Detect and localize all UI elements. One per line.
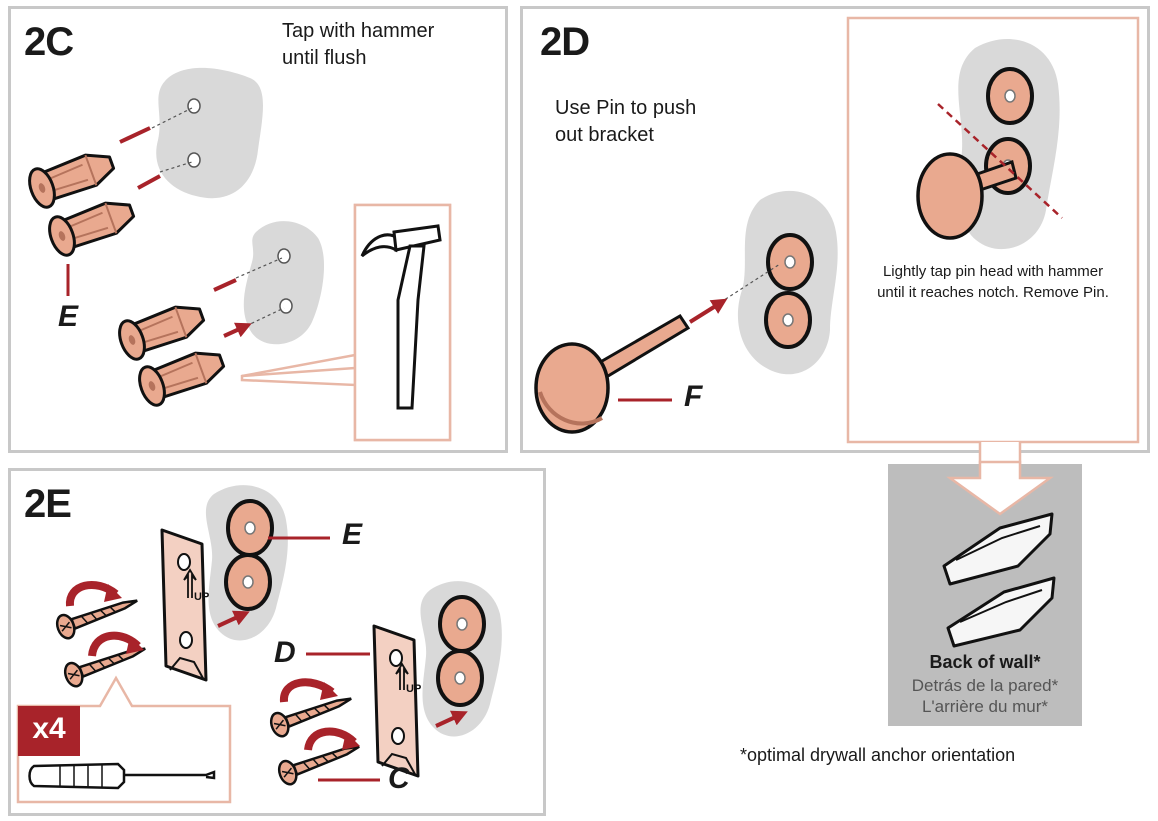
anchor-back-icon xyxy=(946,576,1056,648)
bracket-icon xyxy=(160,528,208,682)
back-of-wall-title: Back of wall* xyxy=(929,652,1041,672)
step-2d-instruction-line2: out bracket xyxy=(555,124,654,146)
part-label-e-2e: E xyxy=(342,518,363,551)
screwdriver-icon xyxy=(28,762,216,790)
bracket-up-text: UP xyxy=(406,683,421,695)
part-label-e: E xyxy=(58,300,79,333)
part-label-f: F xyxy=(684,380,703,413)
step-2d-title: 2D xyxy=(540,20,590,64)
quantity-badge xyxy=(18,706,80,756)
drywall-anchor-icon xyxy=(43,190,140,261)
part-label-c: C xyxy=(388,762,410,795)
back-of-wall-french: L'arrière du mur* xyxy=(921,697,1049,716)
drywall-anchor-icon xyxy=(133,340,230,411)
step-2e-title: 2E xyxy=(24,482,72,526)
bracket-up-text: UP xyxy=(194,591,209,603)
back-of-wall-spanish: Detrás de la pared* xyxy=(911,676,1059,695)
step-2d-instruction-line1: Use Pin to push xyxy=(555,97,697,119)
step-2c-instruction-line2: until flush xyxy=(282,47,367,69)
anchor-back-icon xyxy=(942,512,1054,586)
pin-icon xyxy=(534,313,691,434)
pin-note-line1: Lightly tap pin head with hammer xyxy=(882,263,1104,280)
drywall-patch-icon xyxy=(156,67,263,199)
pin-note-line2: until it reaches notch. Remove Pin. xyxy=(877,284,1109,301)
drywall-patch-icon xyxy=(243,221,325,345)
hammer-icon xyxy=(360,224,442,410)
step-2c-instruction-line1: Tap with hammer xyxy=(282,20,435,42)
step-2c-title: 2C xyxy=(24,20,74,64)
pin-detail-icon xyxy=(916,152,1018,240)
footnote: *optimal drywall anchor orientation xyxy=(740,745,1016,765)
bracket-icon xyxy=(372,624,420,778)
up-arrow-icon xyxy=(183,568,197,598)
part-label-d: D xyxy=(274,636,296,669)
quantity-badge-text: x4 xyxy=(32,712,66,745)
drywall-anchor-icon xyxy=(23,142,120,213)
